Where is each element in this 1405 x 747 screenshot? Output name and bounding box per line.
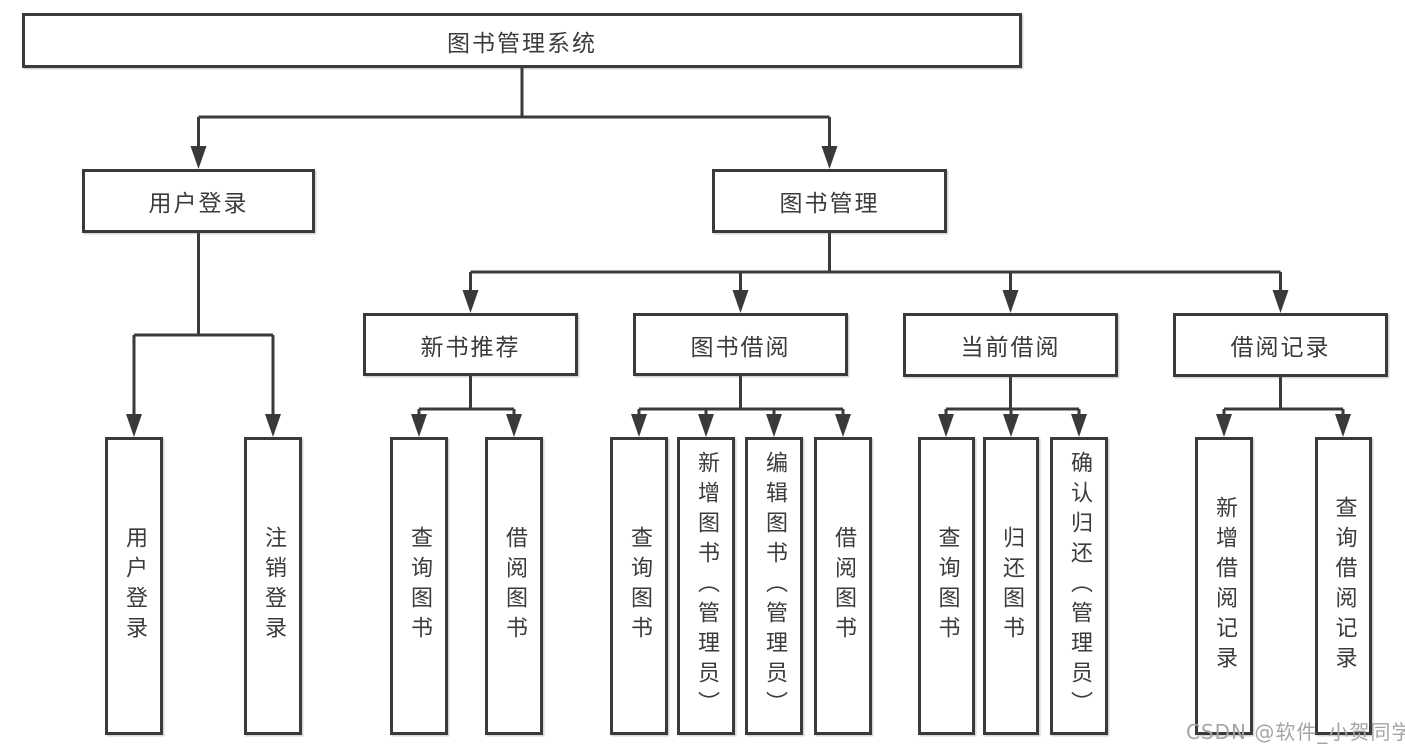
node-new-book-recommend: 新书推荐 <box>363 313 578 376</box>
node-book-borrow: 图书借阅 <box>633 313 848 376</box>
edge-record-to-leaves <box>1216 377 1351 437</box>
leaf-current-query-books: 查询图书 <box>918 437 975 735</box>
leaf-recommend-borrow-books-label: 借阅图书 <box>502 526 527 646</box>
leaf-user-login: 用户登录 <box>105 437 163 735</box>
leaf-confirm-return-admin-label: 确认归还（管理员） <box>1067 451 1092 721</box>
node-book-mgmt-label: 图书管理 <box>779 191 880 217</box>
edge-current-to-leaves <box>938 377 1087 437</box>
leaf-edit-books-admin: 编辑图书（管理员） <box>745 437 803 735</box>
leaf-return-books: 归还图书 <box>983 437 1039 735</box>
watermark: CSDN @软件_小贺同学 <box>1186 720 1405 744</box>
node-borrow-record-label: 借阅记录 <box>1230 335 1331 361</box>
node-current-borrow-label: 当前借阅 <box>960 335 1061 361</box>
leaf-add-borrow-record-label: 新增借阅记录 <box>1212 496 1237 676</box>
leaf-user-login-label: 用户登录 <box>122 526 147 646</box>
leaf-borrow-query-books-label: 查询图书 <box>627 526 652 646</box>
leaf-query-borrow-record: 查询借阅记录 <box>1315 437 1372 735</box>
leaf-query-borrow-record-label: 查询借阅记录 <box>1331 496 1357 676</box>
node-root-label: 图书管理系统 <box>447 30 597 57</box>
node-new-book-recommend-label: 新书推荐 <box>420 334 521 361</box>
node-user-login: 用户登录 <box>82 169 315 233</box>
leaf-recommend-query-books: 查询图书 <box>390 437 448 735</box>
leaf-add-books-admin-label: 新增图书（管理员） <box>694 451 719 721</box>
leaf-recommend-query-books-label: 查询图书 <box>407 526 432 646</box>
node-book-mgmt: 图书管理 <box>712 169 947 233</box>
leaf-recommend-borrow-books: 借阅图书 <box>485 437 543 735</box>
node-user-login-label: 用户登录 <box>148 191 249 217</box>
leaf-add-books-admin: 新增图书（管理员） <box>677 437 735 735</box>
node-current-borrow: 当前借阅 <box>903 313 1118 377</box>
leaf-edit-books-admin-label: 编辑图书（管理员） <box>762 451 787 721</box>
leaf-borrow-query-books: 查询图书 <box>610 437 668 735</box>
edge-login-to-leaves <box>126 233 281 437</box>
edge-borrow-to-leaves <box>631 376 851 437</box>
leaf-lend-books-label: 借阅图书 <box>831 526 856 646</box>
edge-recommend-to-leaves <box>411 376 522 437</box>
leaf-add-borrow-record: 新增借阅记录 <box>1195 437 1253 735</box>
leaf-logout: 注销登录 <box>244 437 302 735</box>
leaf-return-books-label: 归还图书 <box>999 526 1024 646</box>
edge-root-to-level2 <box>190 68 838 169</box>
node-borrow-record: 借阅记录 <box>1173 313 1388 377</box>
leaf-logout-label: 注销登录 <box>261 526 286 646</box>
leaf-lend-books: 借阅图书 <box>814 437 872 735</box>
edge-mgmt-to-level3 <box>462 233 1289 313</box>
node-book-borrow-label: 图书借阅 <box>690 334 791 361</box>
leaf-current-query-books-label: 查询图书 <box>934 526 960 646</box>
leaf-confirm-return-admin: 确认归还（管理员） <box>1050 437 1108 735</box>
node-root: 图书管理系统 <box>22 13 1022 68</box>
